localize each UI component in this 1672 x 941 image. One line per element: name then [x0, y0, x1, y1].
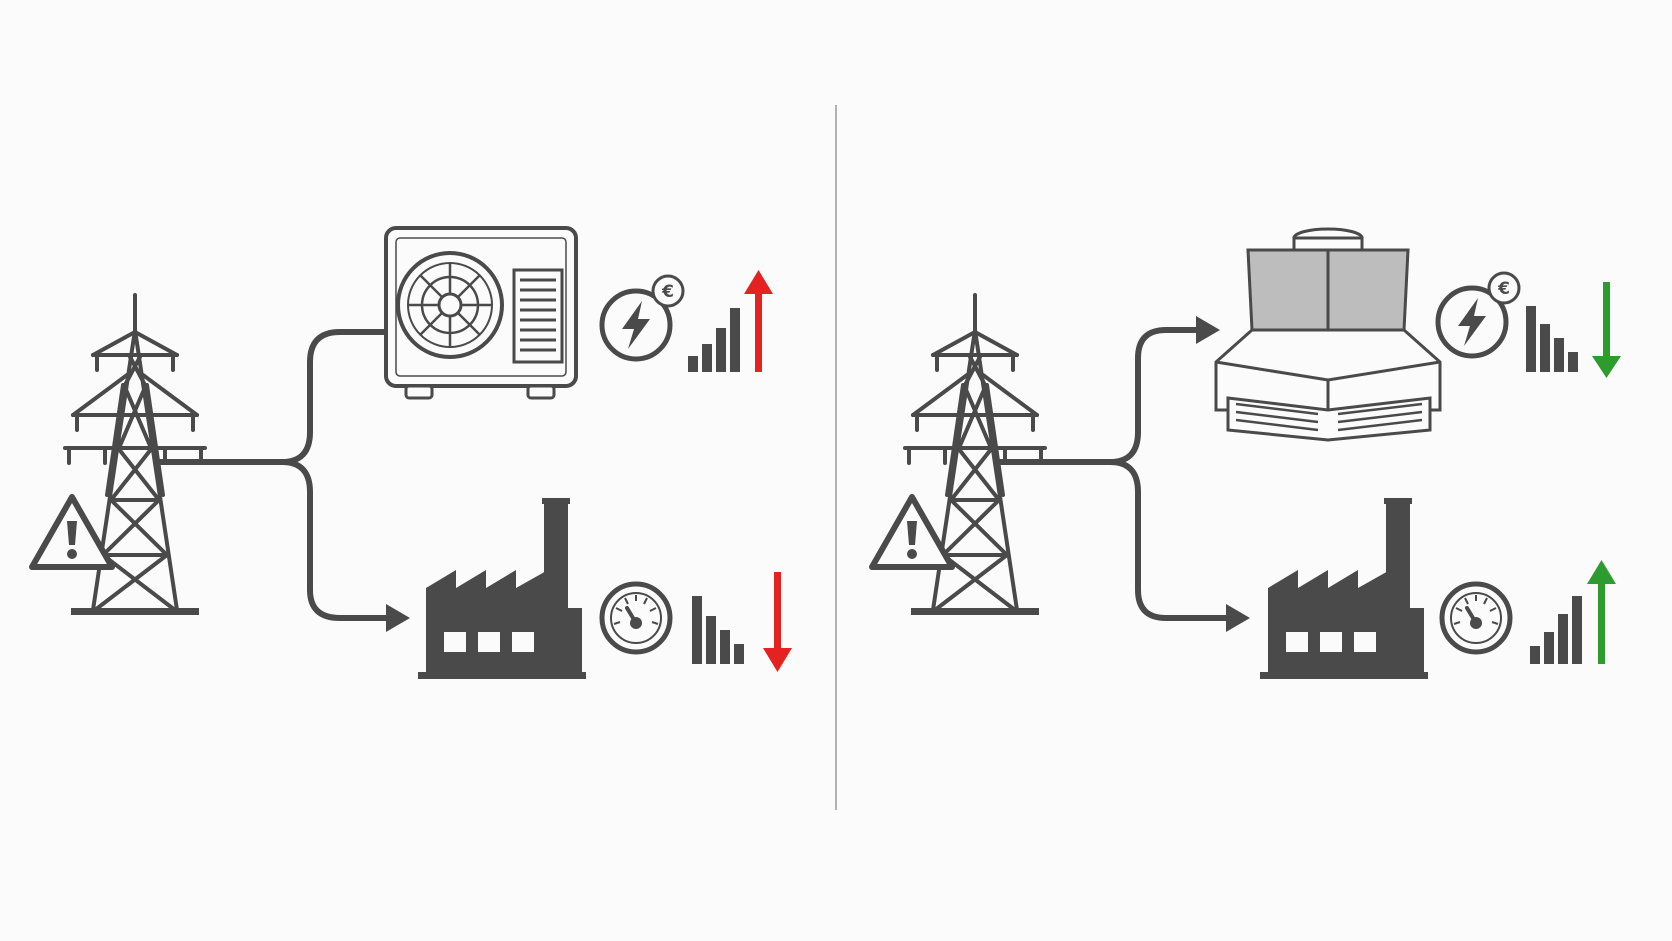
- factory-icon: [418, 498, 586, 679]
- warning-triangle-icon: [32, 497, 112, 567]
- arrow-to-factory: [1226, 604, 1250, 632]
- factory-icon: [1260, 498, 1428, 679]
- euro-symbol: €: [661, 282, 674, 302]
- grid-connector: [157, 329, 391, 621]
- arrow-to-cooling-unit: [1196, 316, 1220, 344]
- gauge-icon: [602, 584, 670, 652]
- arrow-to-factory: [386, 604, 410, 632]
- euro-symbol: €: [1497, 279, 1510, 299]
- arrow-up-icon: [744, 270, 773, 372]
- bar-graph-icon: [688, 308, 740, 372]
- right-panel: €: [872, 227, 1621, 679]
- left-panel: €: [32, 226, 792, 679]
- bar-graph-icon: [1526, 306, 1578, 372]
- arrow-up-icon: [1587, 560, 1616, 664]
- bar-graph-icon: [1530, 596, 1582, 664]
- air-source-heat-pump-icon: [384, 226, 578, 400]
- grid-connector: [997, 327, 1231, 621]
- arrow-down-icon: [1592, 282, 1621, 378]
- arrow-down-icon: [763, 572, 792, 672]
- cooling-tower-unit-icon: [1214, 227, 1442, 442]
- bar-graph-icon: [692, 596, 744, 664]
- gauge-icon: [1442, 584, 1510, 652]
- warning-triangle-icon: [872, 497, 952, 567]
